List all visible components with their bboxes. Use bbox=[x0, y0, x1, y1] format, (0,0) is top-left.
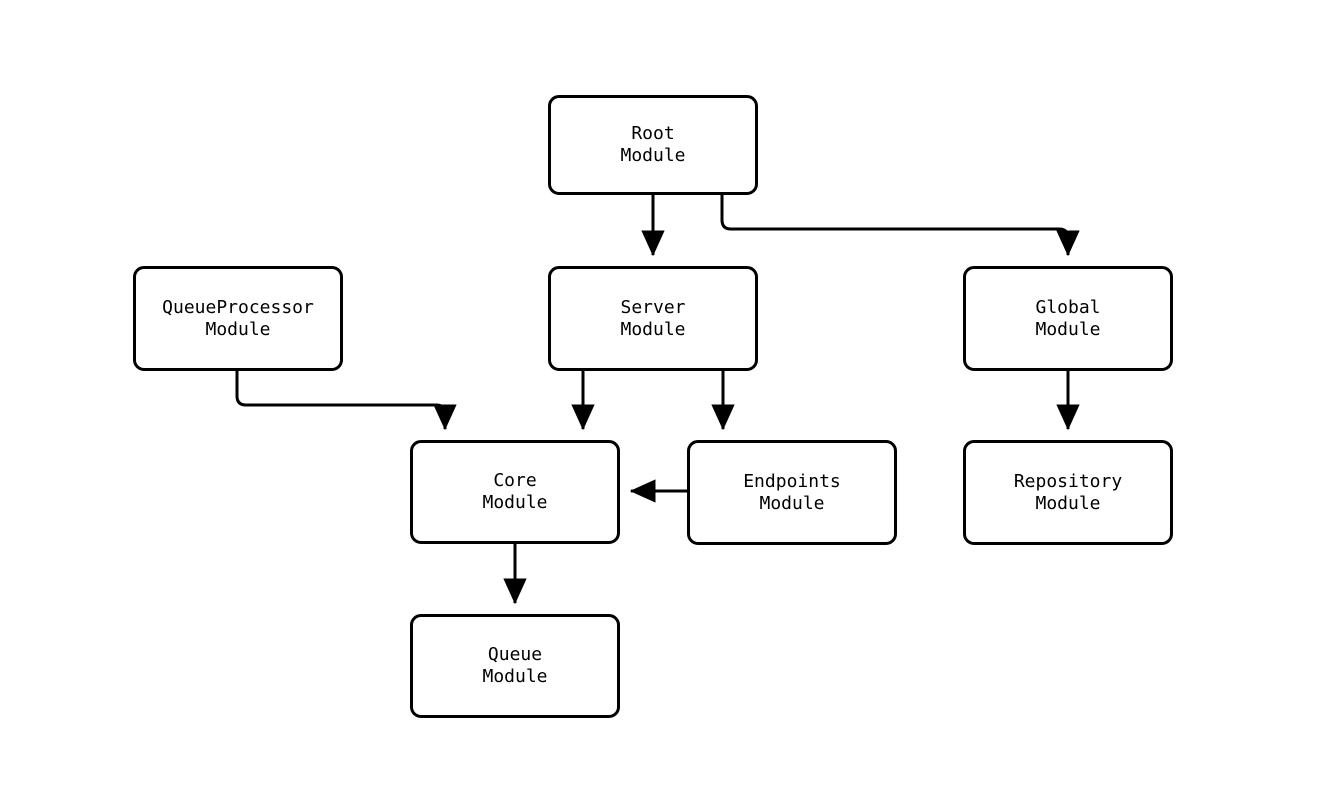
node-queueprocessor-module-line2: Module bbox=[205, 318, 271, 340]
node-queue-module-line2: Module bbox=[482, 666, 548, 687]
node-root-module[interactable]: Root Module bbox=[548, 95, 758, 195]
node-core-module[interactable]: Core Module bbox=[410, 440, 620, 544]
node-core-module-line1: Core bbox=[493, 470, 537, 491]
node-global-module[interactable]: Global Module bbox=[963, 266, 1173, 371]
edge-queueprocessor-to-core bbox=[235, 371, 457, 431]
edge-root-to-global bbox=[720, 195, 1080, 257]
node-endpoints-module-line2: Module bbox=[759, 492, 825, 514]
node-queueprocessor-module[interactable]: QueueProcessor Module bbox=[133, 266, 343, 371]
node-repository-module-line2: Module bbox=[1035, 492, 1101, 514]
node-queue-module[interactable]: Queue Module bbox=[410, 614, 620, 718]
node-server-module-line2: Module bbox=[620, 318, 686, 340]
node-server-module-line1: Server bbox=[620, 296, 686, 318]
node-global-module-line2: Module bbox=[1035, 318, 1101, 340]
node-root-module-line2: Module bbox=[620, 145, 686, 166]
node-queueprocessor-module-line1: QueueProcessor bbox=[162, 296, 314, 318]
node-endpoints-module[interactable]: Endpoints Module bbox=[687, 440, 897, 545]
node-global-module-line1: Global bbox=[1035, 296, 1101, 318]
node-queue-module-line1: Queue bbox=[487, 644, 543, 665]
node-core-module-line2: Module bbox=[482, 492, 548, 513]
node-server-module[interactable]: Server Module bbox=[548, 266, 758, 371]
node-endpoints-module-line1: Endpoints bbox=[743, 470, 841, 492]
node-root-module-line1: Root bbox=[631, 123, 675, 144]
node-repository-module-line1: Repository bbox=[1013, 470, 1123, 492]
node-repository-module[interactable]: Repository Module bbox=[963, 440, 1173, 545]
